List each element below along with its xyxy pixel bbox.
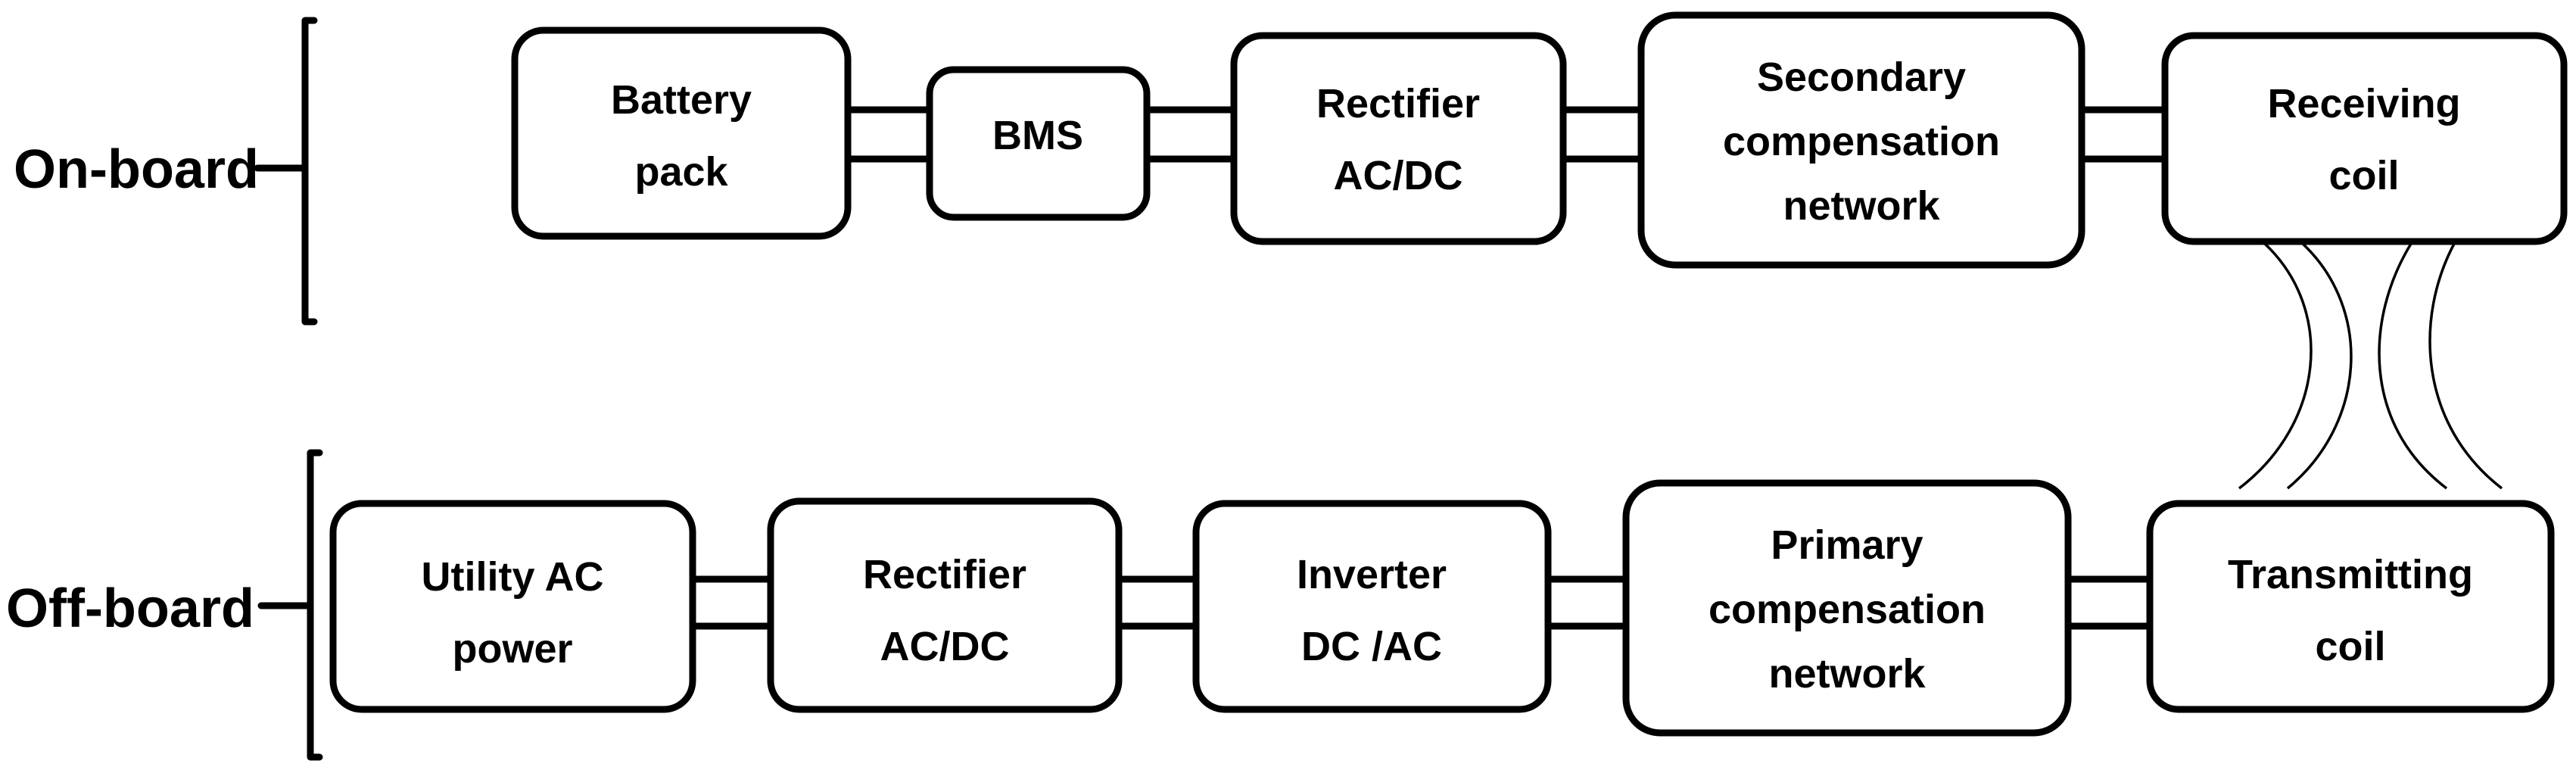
receiving-coil-line1: Receiving — [2267, 81, 2460, 126]
inverter-line1: Inverter — [1297, 552, 1447, 597]
receiving-coil-block: Receiving coil — [2161, 32, 2568, 245]
onboard-rectifier-line2: AC/DC — [1334, 153, 1463, 198]
magnetic-coupling-lines — [2238, 242, 2503, 490]
bms-label: BMS — [992, 113, 1083, 158]
offboard-rectifier-line1: Rectifier — [863, 552, 1026, 597]
inverter-block: Inverter DC /AC — [1192, 500, 1552, 713]
secondary-comp-line2: compensation — [1723, 119, 2000, 164]
bms-block: BMS — [926, 66, 1151, 221]
receiving-coil-line2: coil — [2328, 153, 2399, 198]
battery-pack-block: Battery pack — [511, 26, 852, 240]
offboard-rectifier-line2: AC/DC — [880, 624, 1010, 669]
battery-pack-line1: Battery — [611, 77, 752, 123]
primary-comp-line1: Primary — [1771, 522, 1923, 568]
primary-comp-line2: compensation — [1709, 587, 1986, 632]
offboard-connectors — [693, 575, 2150, 630]
utility-ac-line1: Utility AC — [422, 554, 604, 600]
onboard-label: On-board — [14, 139, 259, 200]
primary-compensation-block: Primary compensation network — [1622, 479, 2072, 737]
inverter-line2: DC /AC — [1301, 624, 1442, 669]
primary-comp-line3: network — [1768, 651, 1926, 697]
onboard-bracket — [254, 17, 318, 326]
battery-pack-line2: pack — [634, 149, 728, 195]
offboard-rectifier-block: Rectifier AC/DC — [767, 497, 1123, 713]
offboard-bracket — [257, 449, 323, 761]
transmitting-coil-line2: coil — [2315, 624, 2385, 669]
secondary-comp-line3: network — [1783, 183, 1940, 229]
secondary-compensation-block: Secondary compensation network — [1637, 11, 2085, 269]
utility-ac-block: Utility AC power — [329, 500, 696, 713]
transmitting-coil-line1: Transmitting — [2228, 552, 2473, 597]
offboard-label: Off-board — [6, 578, 254, 639]
onboard-connectors — [848, 106, 2165, 163]
utility-ac-line2: power — [452, 626, 572, 672]
onboard-rectifier-line1: Rectifier — [1316, 81, 1480, 126]
secondary-comp-line1: Secondary — [1757, 55, 1966, 100]
onboard-rectifier-block: Rectifier AC/DC — [1230, 32, 1567, 245]
transmitting-coil-block: Transmitting coil — [2146, 500, 2555, 713]
